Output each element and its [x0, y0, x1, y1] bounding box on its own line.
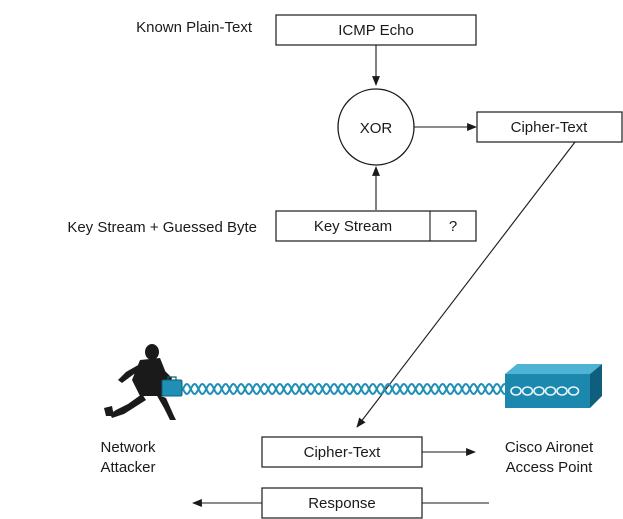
network-attacker-label-line2: Attacker — [100, 459, 155, 476]
response-label: Response — [308, 495, 376, 512]
icmp-echo-label: ICMP Echo — [338, 22, 414, 39]
xor-node: XOR — [337, 88, 415, 166]
network-attacker-label-line1: Network — [100, 439, 156, 456]
cipher-text-bottom-box: Cipher-Text — [261, 436, 423, 468]
keystream-guess-label: Key Stream + Guessed Byte — [67, 219, 257, 236]
cipher-text-top-box: Cipher-Text — [476, 111, 623, 143]
icmp-echo-box: ICMP Echo — [275, 14, 477, 46]
access-point-label-line1: Cisco Aironet — [505, 439, 594, 456]
access-point-port — [521, 386, 534, 396]
xor-label: XOR — [360, 120, 393, 137]
cipher-text-bottom-label: Cipher-Text — [304, 444, 382, 461]
cipher-text-top-label: Cipher-Text — [511, 119, 589, 136]
wireless-link-wave — [182, 382, 507, 396]
access-point-port — [556, 386, 568, 396]
access-point-port — [510, 386, 522, 396]
ciphertext-injection-arrow — [356, 141, 576, 428]
known-plaintext-label: Known Plain-Text — [136, 19, 253, 36]
access-point-port — [533, 386, 545, 396]
access-point-label-line2: Access Point — [506, 459, 594, 476]
access-point-port — [544, 386, 557, 396]
access-point-icon — [505, 364, 602, 408]
key-stream-label: Key Stream — [314, 218, 392, 235]
briefcase-icon — [161, 379, 183, 397]
guessed-byte-label: ? — [449, 218, 457, 235]
access-point-port — [567, 386, 580, 396]
response-box: Response — [261, 487, 423, 519]
key-stream-box: Key Stream ? — [275, 210, 477, 242]
attacker-figure-icon — [104, 344, 183, 420]
